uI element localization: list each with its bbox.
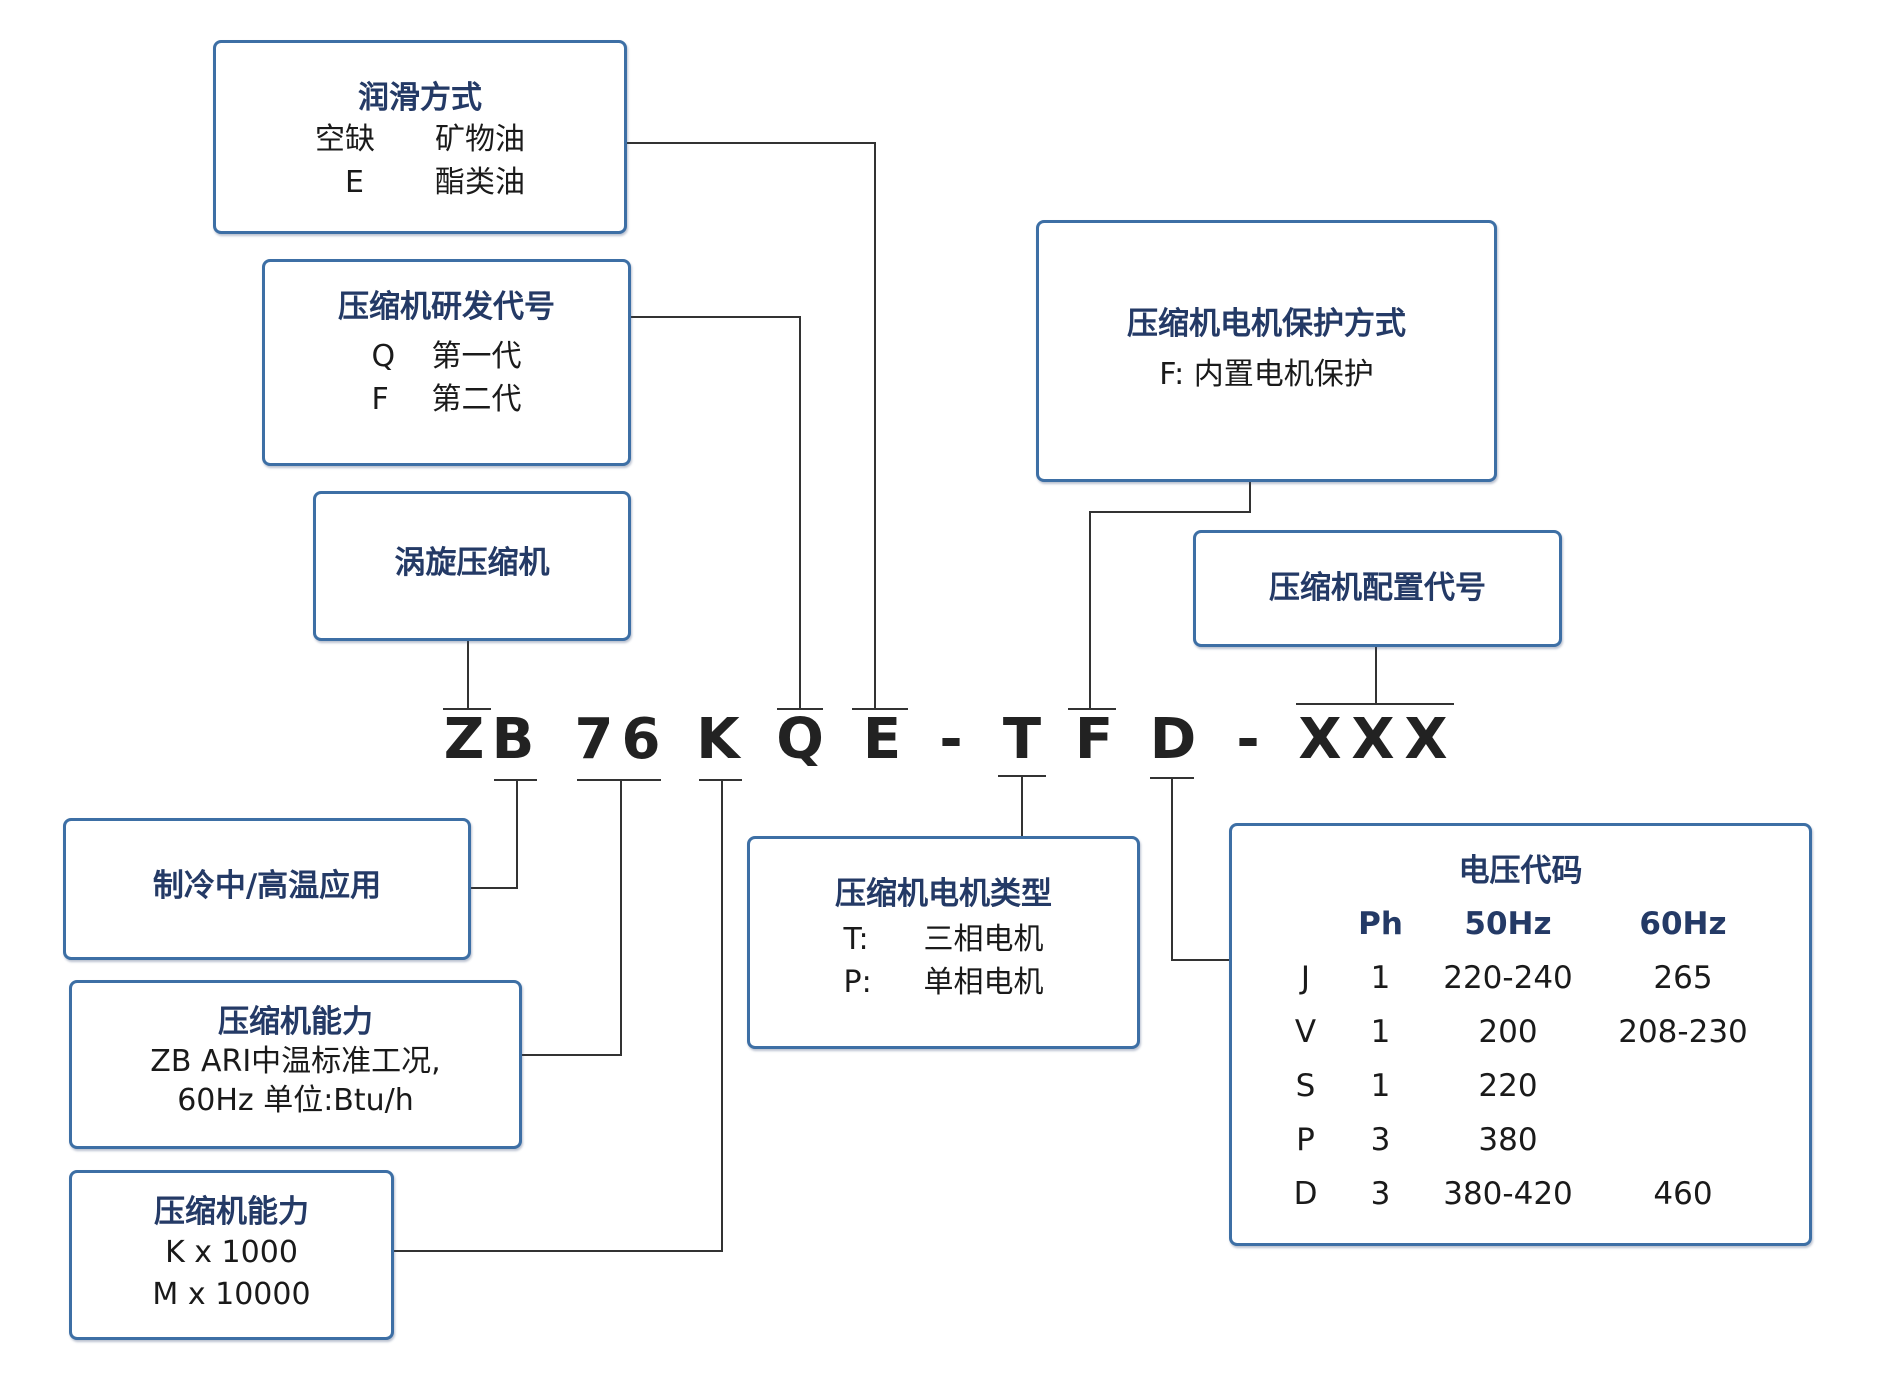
lubrication-row-2: E 酯类油 [216,161,624,205]
voltage-cell: 200 [1478,1013,1538,1050]
model-code-char: 6 [621,707,661,772]
motor-type-code-1: T: [843,921,869,957]
table-row: S 1 220 [1271,1059,1771,1113]
application-connector [471,780,518,889]
voltage-header-50hz: 50Hz [1464,905,1552,942]
motor-type-row-2: P: 单相电机 [750,961,1137,1005]
voltage-cell: J [1300,959,1311,996]
lubrication-code-1: 空缺 [315,121,375,157]
lubrication-box: 润滑方式 空缺 矿物油 E 酯类油 [213,40,627,234]
model-code-char: B [491,707,535,772]
voltage-connector [1171,778,1229,961]
voltage-code-title: 电压代码 [1458,853,1583,889]
voltage-cell: 460 [1653,1175,1713,1212]
motor-protection-title: 压缩机电机保护方式 [1127,306,1406,342]
motor-type-desc-2: 单相电机 [923,965,1044,1001]
capacity-2-connector [394,780,723,1252]
voltage-cell: V [1294,1013,1317,1050]
model-code-char: - [1236,707,1260,772]
rd-code-desc-2: 第二代 [431,382,522,418]
voltage-cell: 1 [1370,1013,1391,1050]
scroll-compressor-box: 涡旋压缩机 [313,491,631,641]
voltage-code-table: Ph 50Hz 60Hz J 1 220-240 265 V 1 200 208… [1271,897,1771,1221]
voltage-cell: 220-240 [1443,959,1573,996]
model-code-char: F [1074,707,1114,772]
capacity-1-connector [522,780,622,1056]
capacity-2-line-2: M x 10000 [152,1276,311,1312]
lubrication-title: 润滑方式 [358,80,482,116]
model-code-char: K [696,707,740,772]
voltage-cell: P [1296,1121,1315,1158]
rd-code-row-1: Q 第一代 [265,335,628,379]
model-code-char: X [1298,707,1342,772]
voltage-table-header: Ph 50Hz 60Hz [1271,897,1771,951]
rd-code-code-1: Q [371,338,396,374]
motor-type-desc-1: 三相电机 [923,921,1044,957]
model-code-char: - [939,707,963,772]
rd-code-code-2: F [371,382,389,418]
model-code-char: X [1404,707,1448,772]
motor-protection-box: 压缩机电机保护方式 F: 内置电机保护 [1036,220,1497,482]
capacity-box-2: 压缩机能力 K x 1000 M x 10000 [69,1170,394,1340]
voltage-header-ph: Ph [1358,905,1403,942]
voltage-cell: 380 [1478,1121,1538,1158]
motor-type-row-1: T: 三相电机 [750,918,1137,962]
lubrication-code-2: E [345,165,364,201]
lubrication-row-1: 空缺 矿物油 [216,118,624,162]
table-row: V 1 200 208-230 [1271,1005,1771,1059]
config-code-title: 压缩机配置代号 [1269,570,1486,606]
capacity-1-line-1: ZB ARI中温标准工况, [150,1043,441,1079]
voltage-code-box: 电压代码 Ph 50Hz 60Hz J 1 220-240 265 [1229,823,1812,1246]
table-row: P 3 380 [1271,1113,1771,1167]
capacity-2-title: 压缩机能力 [154,1194,309,1230]
application-box: 制冷中/高温应用 [63,818,471,960]
lubrication-desc-2: 酯类油 [435,165,525,201]
motor-protection-line: F: 内置电机保护 [1159,356,1374,392]
motor-type-code-2: P: [843,965,872,1001]
voltage-cell: D [1293,1175,1318,1212]
voltage-cell: 380-420 [1443,1175,1573,1212]
voltage-cell [1596,1113,1771,1167]
scroll-compressor-title: 涡旋压缩机 [394,545,550,581]
voltage-cell: 3 [1370,1121,1391,1158]
table-row: D 3 380-420 460 [1271,1167,1771,1221]
model-code-char: D [1149,707,1197,772]
voltage-cell: 1 [1370,1067,1391,1104]
motor-type-box: 压缩机电机类型 T: 三相电机 P: 单相电机 [747,836,1140,1049]
rd-code-box: 压缩机研发代号 Q 第一代 F 第二代 [262,259,631,466]
rd-code-title: 压缩机研发代号 [338,289,555,325]
lubrication-desc-1: 矿物油 [435,121,525,157]
model-code-char: 7 [574,707,614,772]
capacity-2-line-1: K x 1000 [165,1234,298,1270]
rd-code-desc-1: 第一代 [431,338,522,374]
capacity-1-title: 压缩机能力 [218,1004,373,1040]
voltage-cell: 220 [1478,1067,1538,1104]
voltage-cell: S [1295,1067,1316,1104]
application-title: 制冷中/高温应用 [152,868,382,904]
model-code-char: T [1002,707,1042,772]
motor-type-title: 压缩机电机类型 [835,876,1052,912]
rd-code-connector [631,316,801,709]
capacity-box-1: 压缩机能力 ZB ARI中温标准工况, 60Hz 单位:Btu/h [69,980,522,1149]
voltage-cell: 1 [1370,959,1391,996]
model-code-char: Q [776,707,824,772]
rd-code-row-2: F 第二代 [265,378,628,422]
model-code-char: E [862,707,902,772]
voltage-cell [1596,1059,1771,1113]
model-code-char: Z [443,707,485,772]
voltage-header-code [1271,897,1341,951]
lubrication-connector [627,142,876,709]
voltage-cell: 3 [1370,1175,1391,1212]
voltage-cell: 265 [1653,959,1713,996]
model-code-char: X [1351,707,1395,772]
config-code-box: 压缩机配置代号 [1193,530,1562,647]
table-row: J 1 220-240 265 [1271,951,1771,1005]
motor-protection-connector [1089,482,1251,709]
capacity-1-line-2: 60Hz 单位:Btu/h [177,1082,414,1118]
voltage-header-60hz: 60Hz [1639,905,1727,942]
voltage-cell: 208-230 [1618,1013,1748,1050]
